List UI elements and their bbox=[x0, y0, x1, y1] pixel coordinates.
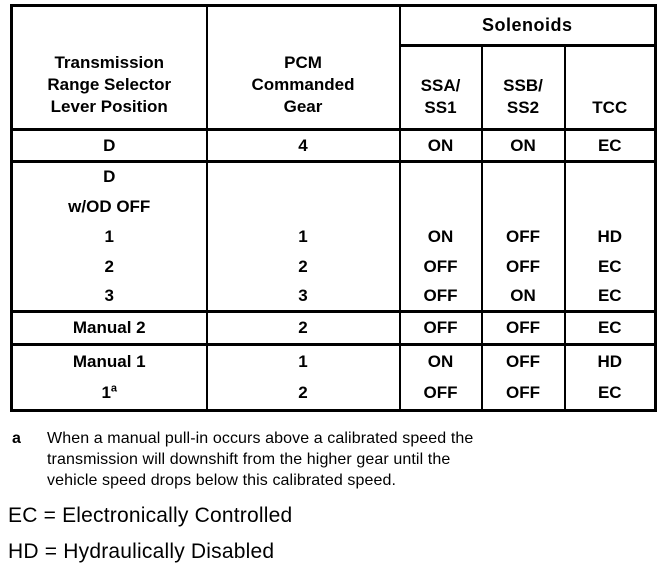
cell-lever-position: D bbox=[10, 160, 208, 192]
header-tcc: TCC bbox=[563, 45, 657, 131]
cell-gear: 2 bbox=[205, 310, 401, 345]
cell-tcc: EC bbox=[563, 129, 657, 162]
cell-ssb bbox=[480, 160, 566, 192]
cell-ssb: ON bbox=[480, 129, 566, 162]
cell-ssa: OFF bbox=[398, 310, 483, 345]
footnote-text: When a manual pull-in occurs above a cal… bbox=[47, 430, 474, 489]
cell-gear: 4 bbox=[205, 129, 401, 162]
header-lever-position: Transmission Range Selector Lever Positi… bbox=[10, 5, 208, 131]
legend-item-hd: HD = Hydraulically Disabled bbox=[8, 540, 275, 563]
footnote-marker: a bbox=[12, 430, 21, 447]
cell-tcc bbox=[563, 160, 657, 192]
table-row-manual1: Manual 1 1 ON OFF HD bbox=[10, 343, 657, 378]
cell-ssa: OFF bbox=[398, 251, 483, 282]
cell-tcc: EC bbox=[563, 281, 657, 312]
cell-lever-position: 2 bbox=[10, 251, 208, 282]
cell-ssa: OFF bbox=[398, 377, 483, 411]
table-row-manual2: Manual 2 2 OFF OFF EC bbox=[10, 310, 657, 345]
table-row-odoff-gear1: 1 1 ON OFF HD bbox=[10, 221, 657, 252]
cell-tcc: EC bbox=[563, 310, 657, 345]
cell-ssa bbox=[398, 160, 483, 192]
cell-gear bbox=[205, 191, 401, 222]
cell-ssb: OFF bbox=[480, 377, 566, 411]
cell-ssa: ON bbox=[398, 221, 483, 252]
header-solenoids: Solenoids bbox=[398, 5, 657, 47]
header-ssa-ss1: SSA/ SS1 bbox=[398, 45, 483, 131]
cell-tcc: EC bbox=[563, 251, 657, 282]
table-row-d-odoff-label2: w/OD OFF bbox=[10, 191, 657, 222]
table-row-d: D 4 ON ON EC bbox=[10, 129, 657, 162]
cell-tcc: EC bbox=[563, 377, 657, 411]
legend-item-ec: EC = Electronically Controlled bbox=[8, 504, 293, 527]
cell-ssb: ON bbox=[480, 281, 566, 312]
cell-gear: 2 bbox=[205, 251, 401, 282]
table-row-odoff-gear3: 3 3 OFF ON EC bbox=[10, 281, 657, 312]
cell-tcc: HD bbox=[563, 343, 657, 378]
table-row-d-odoff-label1: D bbox=[10, 160, 657, 192]
table-header-row-sub: SSA/ SS1 SSB/ SS2 TCC bbox=[12, 45, 657, 131]
header-ssb-ss2: SSB/ SS2 bbox=[480, 45, 566, 131]
footnote: a When a manual pull-in occurs above a c… bbox=[12, 428, 652, 491]
cell-lever-position: D bbox=[10, 129, 208, 162]
cell-value: 1 bbox=[101, 383, 111, 403]
cell-gear: 2 bbox=[205, 377, 401, 411]
cell-ssa: ON bbox=[398, 343, 483, 378]
cell-ssb bbox=[480, 191, 566, 222]
cell-gear: 1 bbox=[205, 343, 401, 378]
cell-tcc bbox=[563, 191, 657, 222]
cell-ssa: ON bbox=[398, 129, 483, 162]
table-header-row-solenoids: Transmission Range Selector Lever Positi… bbox=[10, 5, 657, 131]
cell-ssb: OFF bbox=[480, 343, 566, 378]
cell-lever-position: 1 bbox=[10, 221, 208, 252]
cell-ssb: OFF bbox=[480, 310, 566, 345]
header-pcm-commanded-gear: PCM Commanded Gear bbox=[205, 5, 401, 131]
cell-lever-position: Manual 2 bbox=[10, 310, 208, 345]
cell-tcc: HD bbox=[563, 221, 657, 252]
cell-ssa: OFF bbox=[398, 281, 483, 312]
solenoid-application-table: Transmission Range Selector Lever Positi… bbox=[10, 4, 658, 412]
cell-lever-position: 3 bbox=[10, 281, 208, 312]
cell-gear: 3 bbox=[205, 281, 401, 312]
cell-ssb: OFF bbox=[480, 251, 566, 282]
cell-lever-position: 1a bbox=[10, 377, 208, 411]
footnote-marker-superscript: a bbox=[110, 382, 118, 395]
cell-ssb: OFF bbox=[480, 221, 566, 252]
cell-gear: 1 bbox=[205, 221, 401, 252]
cell-lever-position: w/OD OFF bbox=[10, 191, 208, 222]
cell-lever-position: Manual 1 bbox=[10, 343, 208, 378]
table-row-manual1-pullin: 1a 2 OFF OFF EC bbox=[10, 377, 657, 411]
abbreviation-legend: EC = Electronically Controlled HD = Hydr… bbox=[8, 503, 292, 575]
table-row-odoff-gear2: 2 2 OFF OFF EC bbox=[10, 251, 657, 282]
cell-gear bbox=[205, 160, 401, 192]
cell-ssa bbox=[398, 191, 483, 222]
